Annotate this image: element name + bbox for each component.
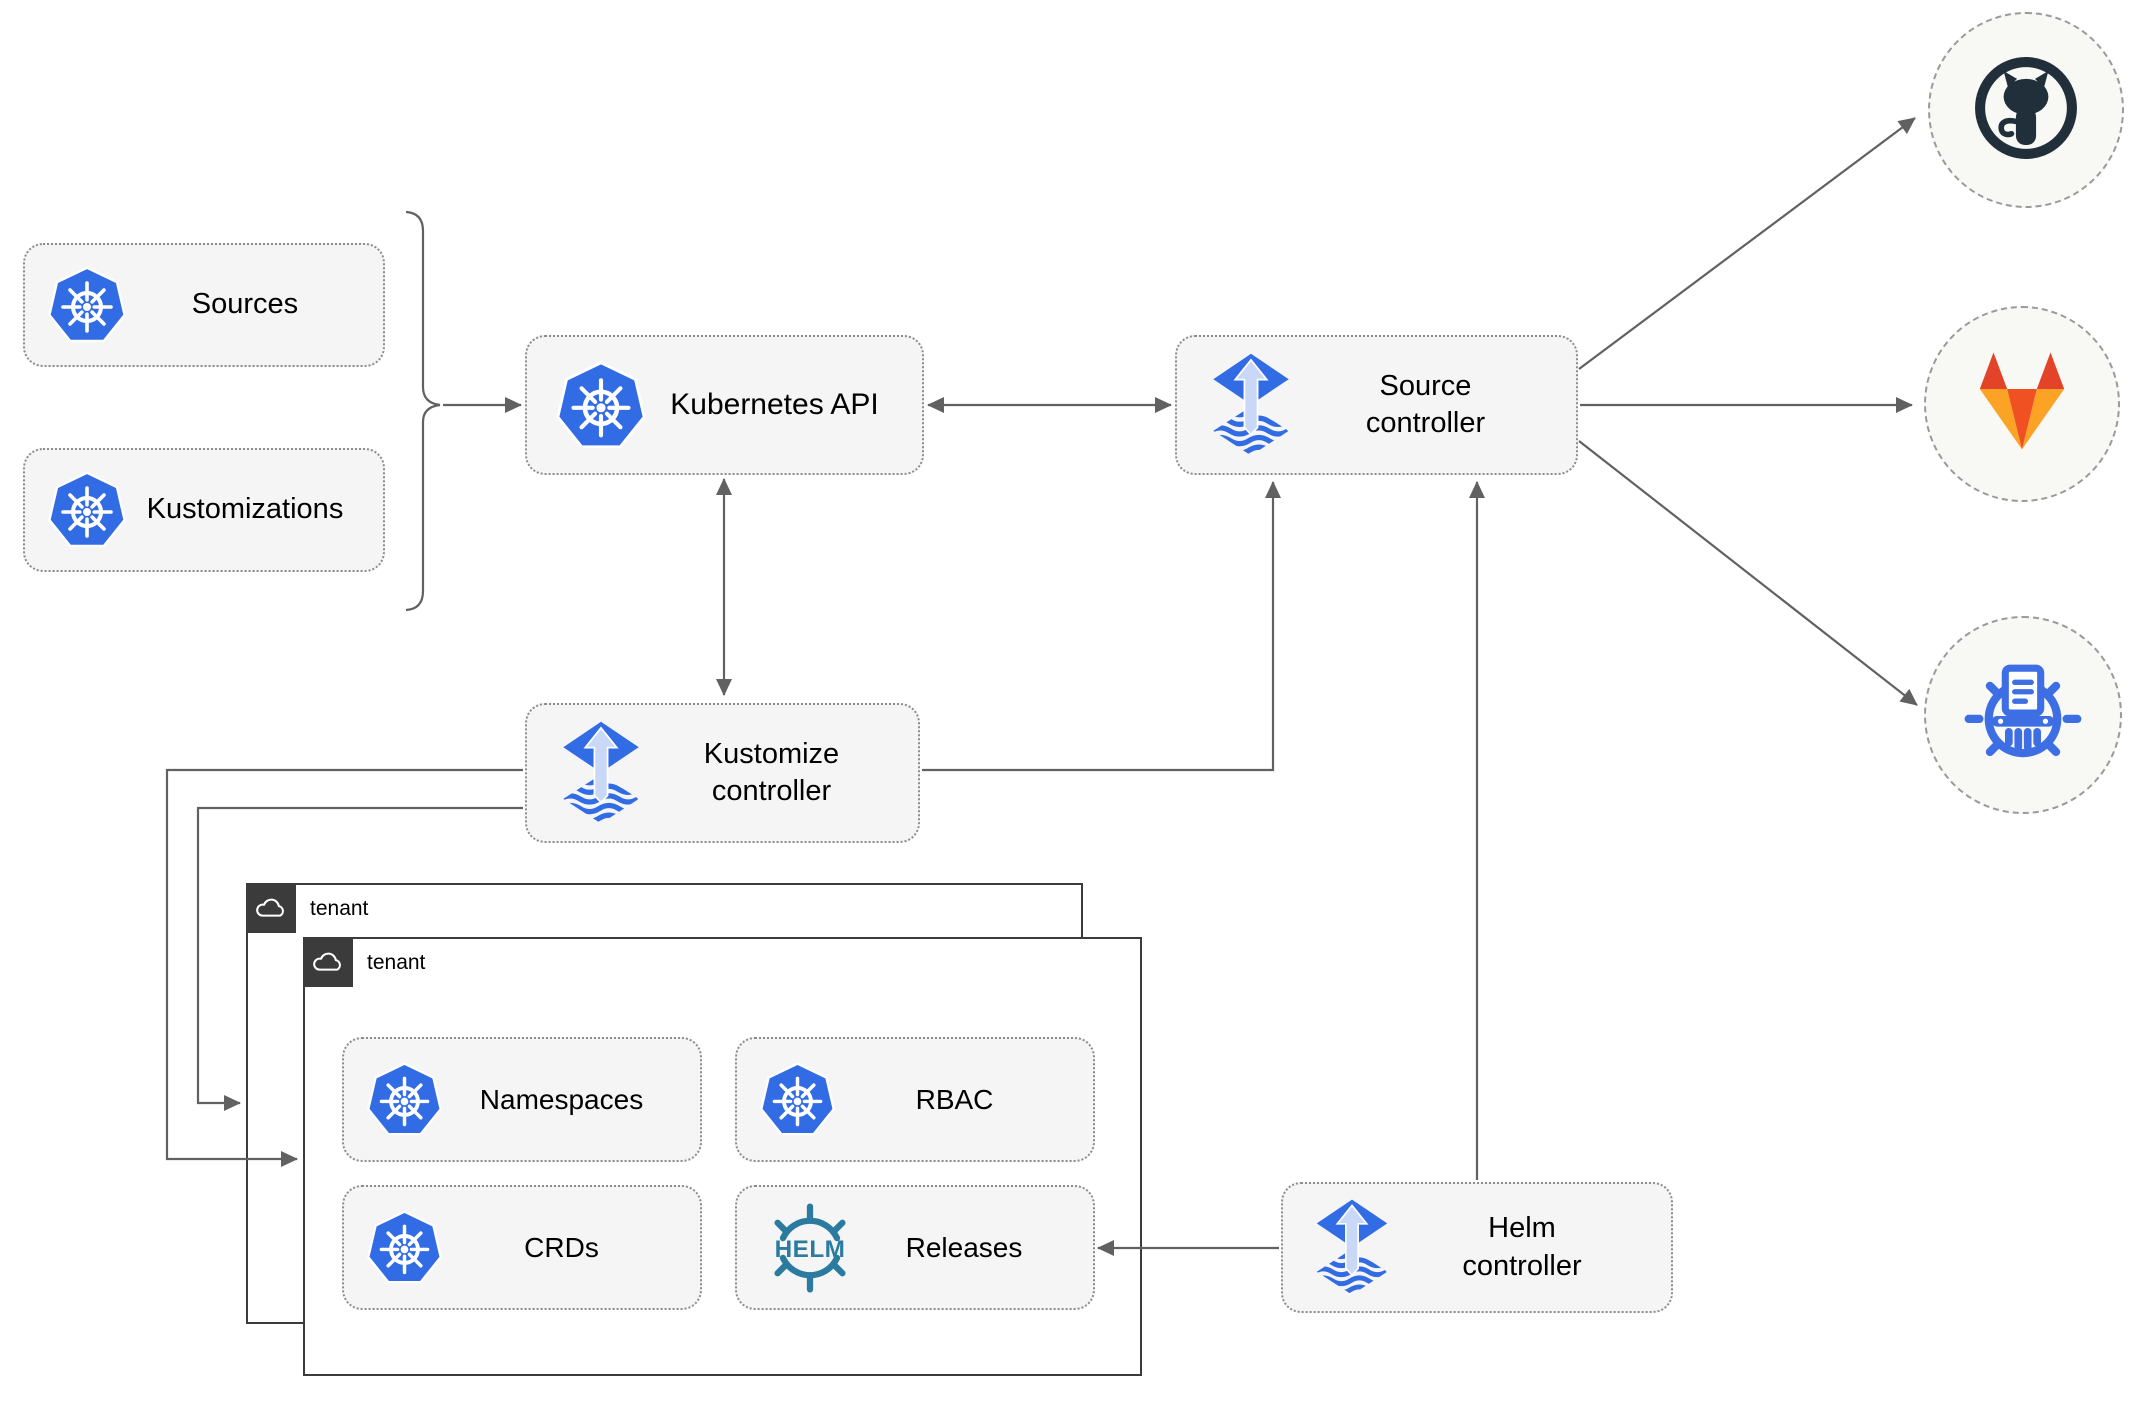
chartmuseum-target	[1924, 616, 2122, 814]
flux-icon	[1311, 1198, 1393, 1298]
cloud-icon	[245, 882, 296, 933]
group-brace	[405, 210, 441, 612]
node-kustomizations: Kustomizations	[23, 448, 385, 572]
node-kustomize-controller: Kustomize controller	[525, 703, 920, 843]
node-label: Source controller	[1365, 369, 1486, 439]
node-label: RBAC	[915, 1083, 994, 1115]
kubernetes-icon	[366, 1062, 443, 1137]
edge-source-to-github	[1578, 117, 1916, 370]
kubernetes-icon	[47, 266, 127, 344]
cloud-icon	[302, 936, 353, 987]
node-helm-controller: Helm controller	[1281, 1182, 1673, 1313]
flux-icon	[557, 720, 645, 827]
node-sources: Sources	[23, 243, 385, 367]
github-icon	[1970, 52, 2082, 169]
node-crds: CRDs	[342, 1185, 702, 1310]
tenant-label: tenant	[310, 897, 369, 920]
node-label: CRDs	[524, 1231, 599, 1263]
kubernetes-icon	[555, 360, 647, 450]
node-label: Helm controller	[1462, 1212, 1582, 1282]
node-label: Releases	[905, 1231, 1023, 1263]
helm-icon: HELM	[765, 1202, 855, 1293]
helm-wordmark: HELM	[775, 1236, 846, 1263]
node-label: Namespaces	[479, 1083, 644, 1115]
node-label: Kubernetes API	[670, 387, 879, 421]
kubernetes-icon	[759, 1062, 836, 1137]
tenant-group-front: tenant Namespaces	[302, 936, 1142, 1376]
node-label: Kustomizations	[146, 493, 344, 526]
edge-kustomize-to-sourcecontroller	[922, 481, 1281, 772]
node-source-controller: Source controller	[1175, 335, 1578, 475]
edge-source-to-chartmuseum	[1578, 440, 1918, 706]
node-label: Kustomize controller	[703, 737, 840, 807]
kubernetes-icon	[366, 1210, 443, 1285]
chartmuseum-icon	[1964, 654, 2082, 777]
node-kubernetes-api: Kubernetes API	[525, 335, 924, 475]
gitlab-target	[1924, 306, 2120, 502]
github-target	[1928, 12, 2124, 208]
node-rbac: RBAC	[735, 1037, 1095, 1162]
node-releases: HELM Releases	[735, 1185, 1095, 1310]
gitlab-icon	[1965, 349, 2079, 459]
tenant-label: tenant	[367, 951, 426, 974]
kubernetes-icon	[47, 471, 127, 549]
flux-icon	[1207, 352, 1295, 459]
node-namespaces: Namespaces	[342, 1037, 702, 1162]
node-label: Sources	[191, 288, 299, 321]
